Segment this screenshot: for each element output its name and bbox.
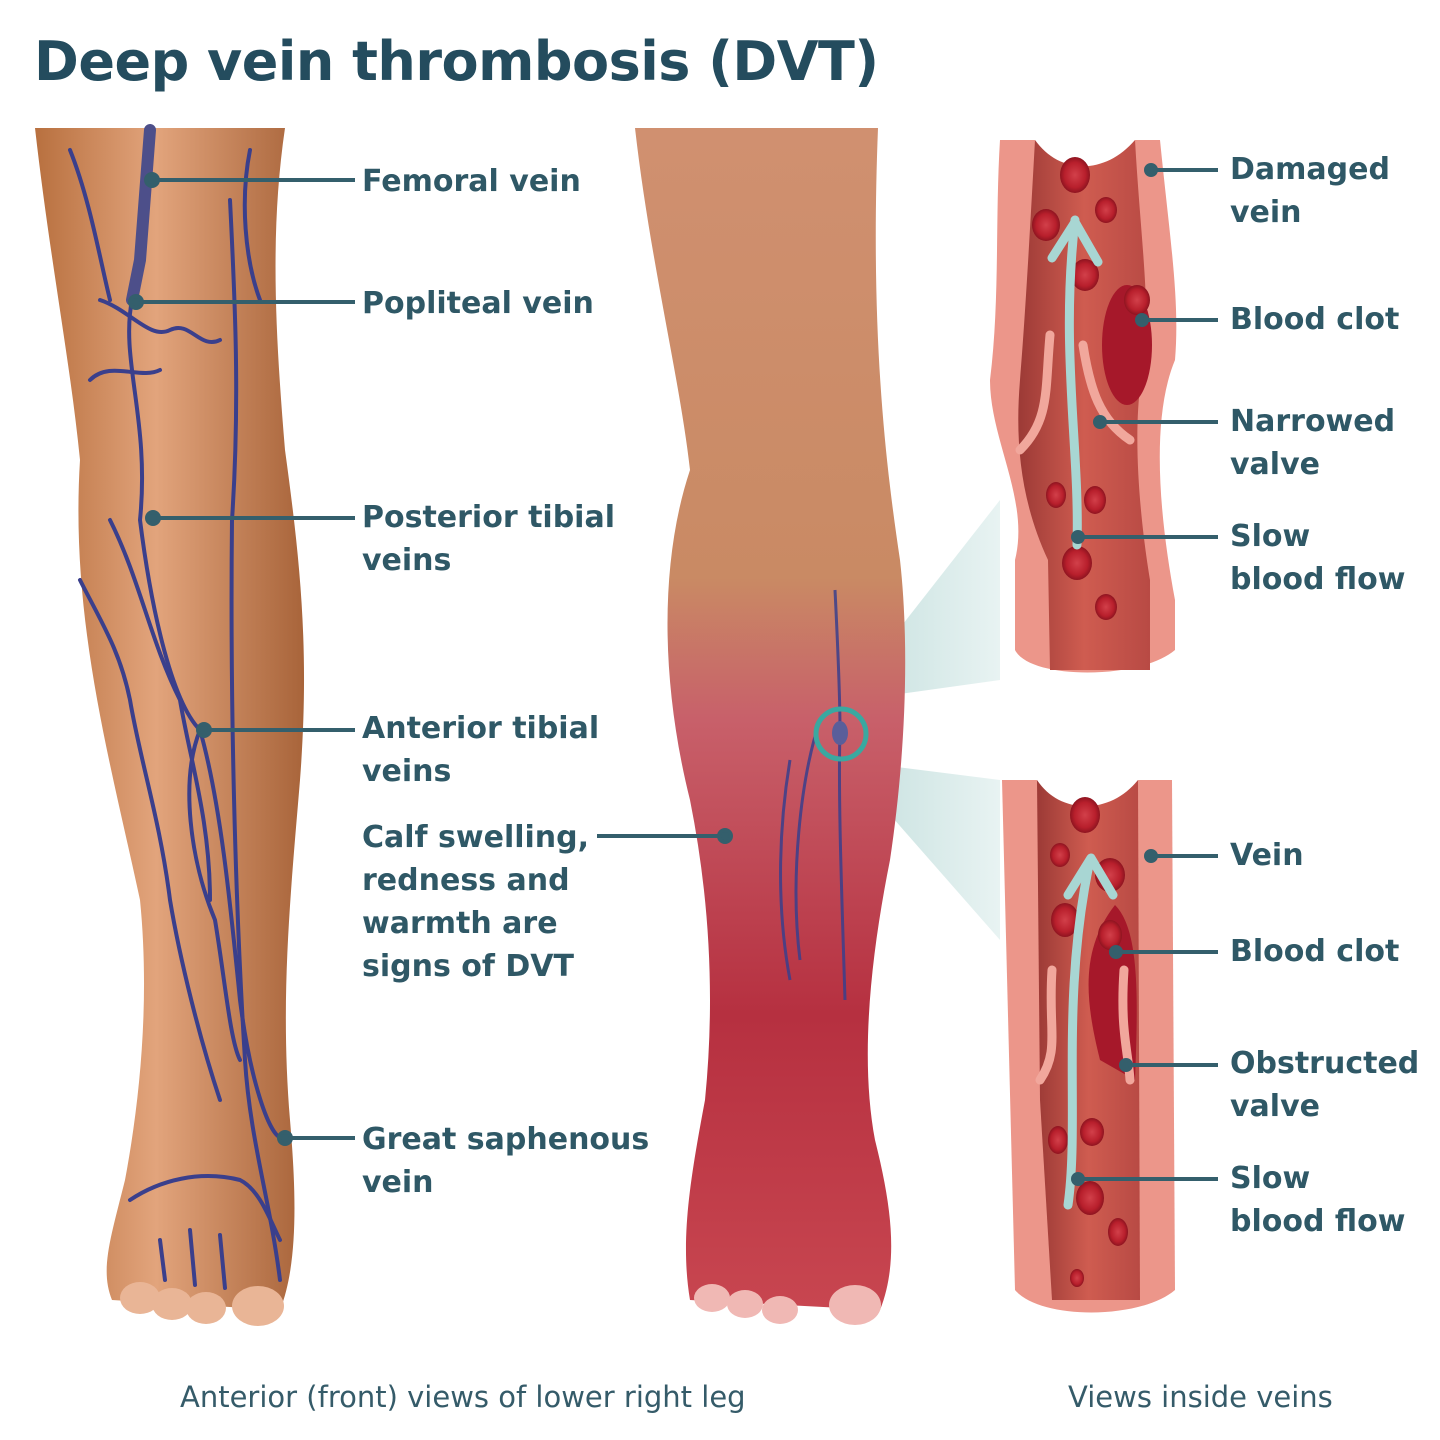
label-obstructed-valve: Obstructed valve bbox=[1230, 1046, 1420, 1124]
label-slow-blood-flow-bottom: Slow blood flow bbox=[1230, 1161, 1406, 1239]
label-calf-swelling: Calf swelling, redness and warmth are si… bbox=[362, 820, 590, 984]
label-anterior-tibial-veins: Anterior tibial veins bbox=[362, 711, 600, 789]
label-femoral-vein: Femoral vein bbox=[362, 164, 581, 199]
highlight-ring bbox=[813, 706, 869, 762]
caption-legs: Anterior (front) views of lower right le… bbox=[180, 1380, 746, 1414]
left-leg-illustration bbox=[30, 118, 305, 1326]
label-blood-clot-bottom: Blood clot bbox=[1230, 934, 1400, 969]
label-posterior-tibial-veins: Posterior tibial veins bbox=[362, 500, 615, 578]
label-popliteal-vein: Popliteal vein bbox=[362, 286, 594, 321]
caption-veins: Views inside veins bbox=[1068, 1380, 1333, 1414]
label-damaged-vein: Damaged vein bbox=[1230, 152, 1390, 230]
vein-view-top bbox=[990, 140, 1177, 673]
leader-lines bbox=[128, 163, 1218, 1186]
label-blood-clot-top: Blood clot bbox=[1230, 302, 1400, 337]
clot-bulge bbox=[832, 721, 848, 745]
page-title: Deep vein thrombosis (DVT) bbox=[34, 30, 879, 93]
label-great-saphenous-vein: Great saphenous vein bbox=[362, 1122, 650, 1200]
middle-leg-illustration bbox=[630, 118, 906, 1325]
label-slow-blood-flow-top: Slow blood flow bbox=[1230, 519, 1406, 597]
label-vein: Vein bbox=[1230, 838, 1304, 873]
label-narrowed-valve: Narrowed valve bbox=[1230, 404, 1396, 482]
